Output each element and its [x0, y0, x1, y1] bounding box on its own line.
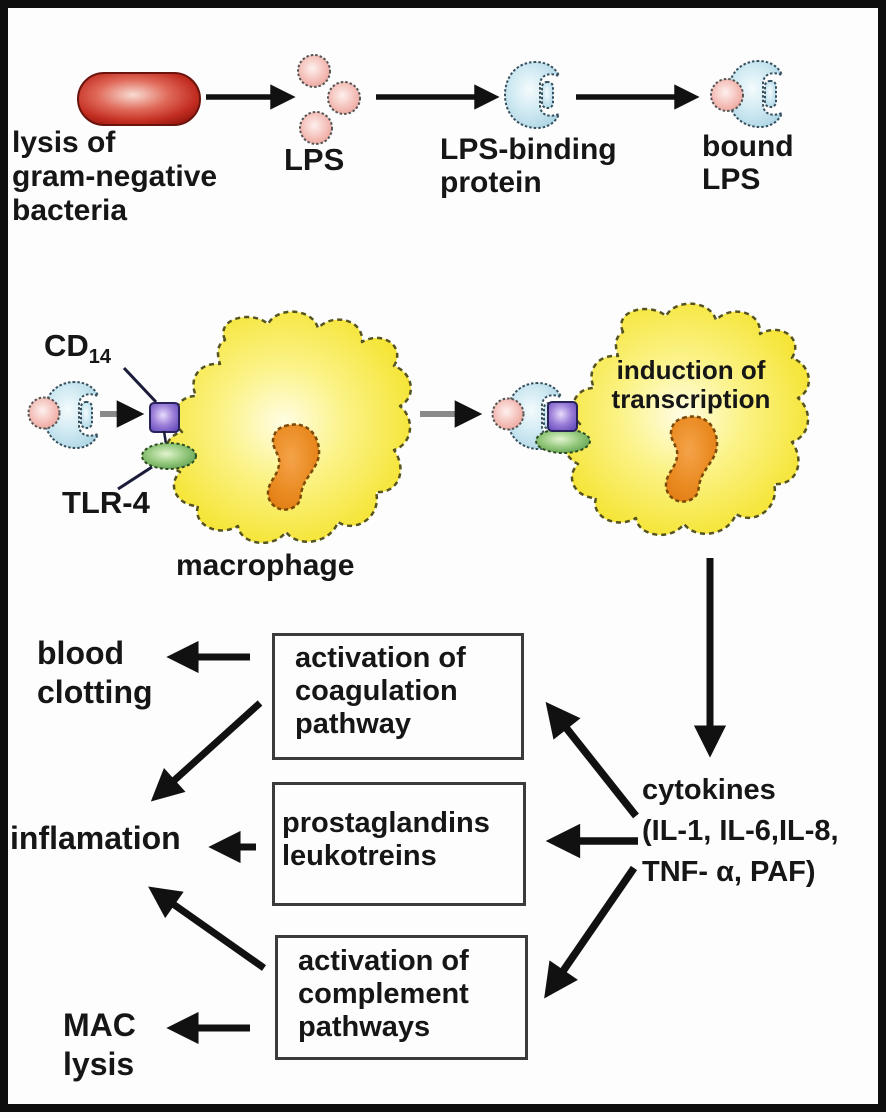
tlr4-label: TLR-4: [62, 485, 150, 520]
inflammation-label: inflamation: [10, 820, 181, 856]
prostaglandins-box-label: prostaglandins leukotreins: [282, 807, 490, 872]
macrophage-label: macrophage: [176, 549, 355, 582]
complement-pathways-box-label: activation of complement pathways: [298, 945, 469, 1043]
lps-binding-protein-label: LPS-binding protein: [440, 133, 617, 199]
cytokines-label: cytokines (IL-1, IL-6,IL-8, TNF- α, PAF): [642, 774, 839, 888]
induction-of-transcription-label: induction of transcription: [611, 355, 771, 414]
prostaglandins-box: prostaglandins leukotreins: [272, 782, 526, 906]
complement-pathways-box: activation of complement pathways: [275, 935, 528, 1060]
coagulation-pathway-box-label: activation of coagulation pathway: [295, 642, 466, 740]
mac-lysis-label: MAC lysis: [63, 1007, 136, 1082]
lysis-label: lysis of gram-negative bacteria: [12, 126, 218, 227]
bound-lps-label: bound LPS: [702, 130, 794, 196]
cd14-label-subscript: 14: [88, 346, 112, 368]
blood-clotting-label: blood clotting: [37, 635, 153, 710]
cd14-label: CD14: [44, 328, 111, 369]
coagulation-pathway-box: activation of coagulation pathway: [272, 633, 524, 760]
cd14-label-base: CD: [44, 328, 89, 363]
lps-label: LPS: [284, 142, 345, 177]
